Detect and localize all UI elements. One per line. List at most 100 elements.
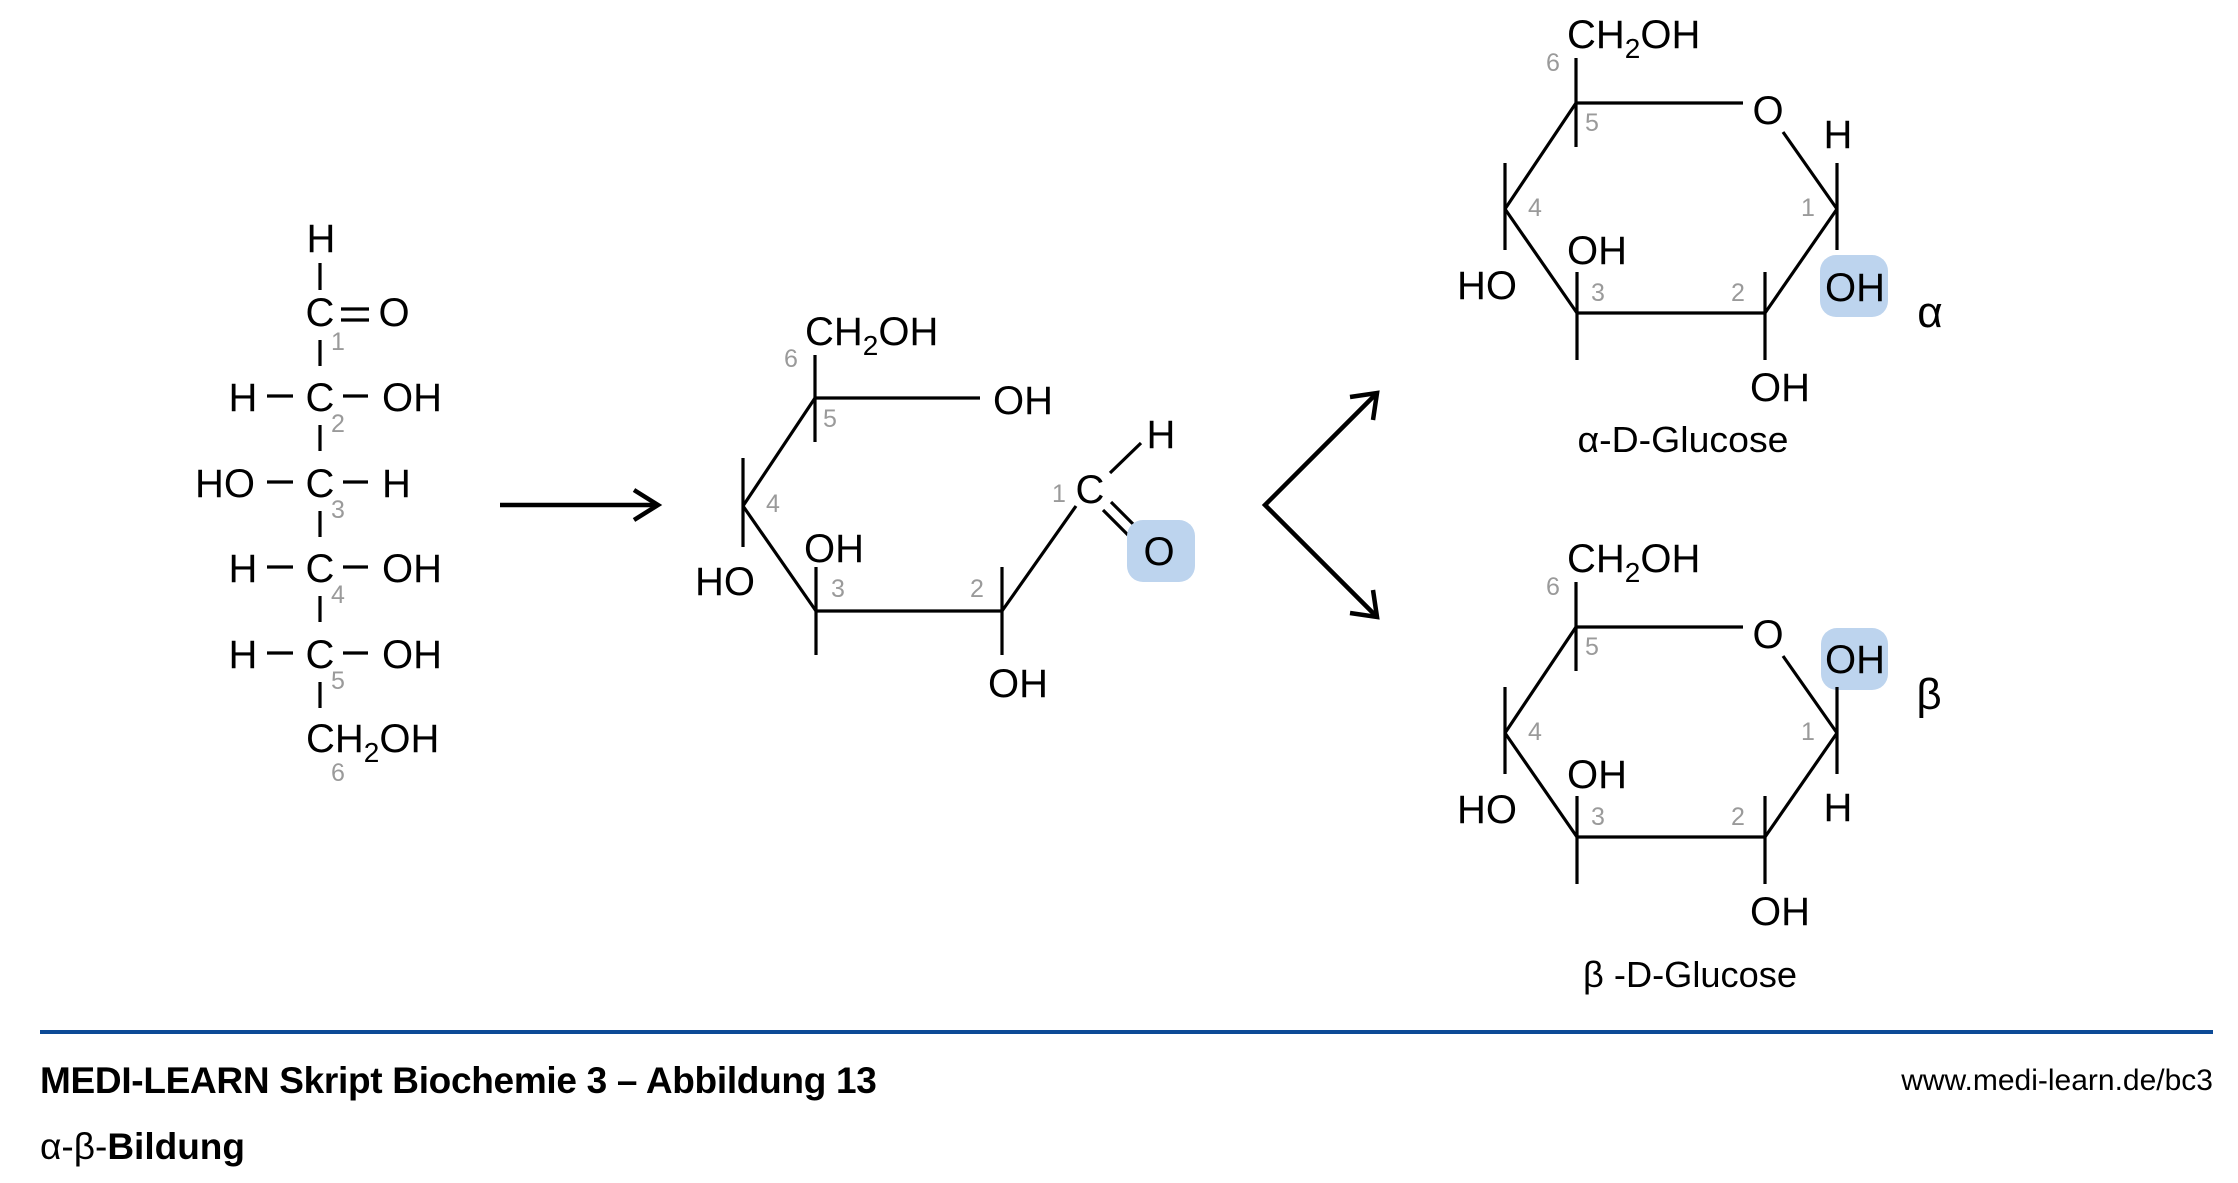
beta-symbol: β <box>1916 670 1941 719</box>
carbon-number-1: 1 <box>1801 718 1815 746</box>
reaction-arrow-right <box>500 488 663 522</box>
bond-c4-c5 <box>1503 626 1578 734</box>
bond-c4-c5 <box>1503 102 1578 210</box>
beta-d-glucose: CH2OH 6 5 O OH β 1 H 2 OH 3 OH 4 HO β -D… <box>1457 537 1942 995</box>
carbon-number-5: 5 <box>1585 109 1599 137</box>
fischer-c4-right: OH <box>382 547 442 591</box>
bond-c4-c3 <box>741 505 818 612</box>
figure-subtitle: α-β-Bildung <box>40 1126 245 1168</box>
bond-c1-c2 <box>1763 732 1839 838</box>
fischer-c2-right: OH <box>382 376 442 420</box>
carbon-number-6: 6 <box>1546 49 1560 77</box>
arrow-head-icon <box>632 488 663 522</box>
carbon-number-2: 2 <box>331 410 345 438</box>
alpha-d-glucose: CH2OH 6 5 O H 1 OH α 2 OH 3 OH 4 HO α-D-… <box>1457 13 1943 460</box>
subtitle-bold: Bildung <box>107 1126 246 1167</box>
carbon-number-2: 2 <box>1731 803 1745 831</box>
fischer-c5: C <box>306 633 335 677</box>
carbon-number-4: 4 <box>766 490 780 518</box>
alpha-c3-oh: OH <box>1567 229 1627 273</box>
carbon-number-5: 5 <box>823 405 837 433</box>
fischer-c5-right: OH <box>382 633 442 677</box>
carbon-number-3: 3 <box>331 496 345 524</box>
fischer-c6-group: CH2OH <box>306 717 439 768</box>
bond-c5-c4 <box>741 397 817 507</box>
fischer-carbonyl-o: O <box>378 291 409 335</box>
carbon-number-4: 4 <box>331 581 345 609</box>
bond-c3-c4 <box>1503 732 1579 838</box>
fischer-c4-left: H <box>229 547 258 591</box>
fischer-c1-h: H <box>307 217 336 261</box>
beta-c1-up: OH <box>1825 638 1885 682</box>
carbon-number-2: 2 <box>970 575 984 603</box>
open-c1: C <box>1076 468 1105 512</box>
fischer-c5-left: H <box>229 633 258 677</box>
carbon-number-5: 5 <box>331 667 345 695</box>
fischer-c2: C <box>306 376 335 420</box>
fischer-c3-right: H <box>382 462 411 506</box>
open-carbonyl-o: O <box>1143 530 1174 574</box>
carbon-number-3: 3 <box>831 575 845 603</box>
carbon-number-6: 6 <box>331 759 345 787</box>
alpha-c6-group: CH2OH <box>1567 13 1700 64</box>
alpha-c2-oh: OH <box>1750 366 1810 410</box>
open-c3-oh: OH <box>804 527 864 571</box>
carbon-number-2: 2 <box>1731 279 1745 307</box>
carbon-number-4: 4 <box>1528 718 1542 746</box>
alpha-c1-down: OH <box>1825 266 1885 310</box>
carbonyl-oxygen-highlight <box>1127 520 1195 582</box>
carbon-number-1: 1 <box>1801 194 1815 222</box>
bond-o-c1 <box>1781 131 1839 210</box>
fischer-c4: C <box>306 547 335 591</box>
fischer-c3-left: HO <box>195 462 255 506</box>
carbon-number-1: 1 <box>331 328 345 356</box>
carbon-number-3: 3 <box>1591 803 1605 831</box>
carbon-number-6: 6 <box>784 345 798 373</box>
beta-c6-group: CH2OH <box>1567 537 1700 588</box>
open-c4-ho: HO <box>695 560 755 604</box>
open-c1-h: H <box>1147 413 1176 457</box>
bond-c3-c4 <box>1503 208 1579 314</box>
beta-c3-oh: OH <box>1567 753 1627 797</box>
footer-divider <box>40 1030 2213 1034</box>
fischer-row-c5: H C OH 5 <box>229 633 442 708</box>
beta-c4-ho: HO <box>1457 788 1517 832</box>
fischer-row-c2: H C OH 2 <box>229 376 442 451</box>
bond-o-c1 <box>1781 655 1839 734</box>
fischer-c2-left: H <box>229 376 258 420</box>
subtitle-prefix: α-β- <box>40 1126 108 1167</box>
carbon-number-4: 4 <box>1528 194 1542 222</box>
open-ring-structure: CH2OH 6 OH 5 4 HO OH 3 2 OH C 1 H O <box>695 310 1195 706</box>
bond-c1-c2 <box>1763 208 1839 314</box>
fischer-projection: H C O 1 H C OH 2 HO C H 3 H <box>195 217 442 787</box>
carbon-number-3: 3 <box>1591 279 1605 307</box>
fork-arrow <box>1261 390 1380 620</box>
fork-arrow-shaft <box>1261 391 1379 619</box>
alpha-c1-up: H <box>1824 113 1853 157</box>
arrow-up-head-icon <box>1349 390 1380 421</box>
alpha-ring-o: O <box>1752 89 1783 133</box>
alpha-symbol: α <box>1917 288 1942 337</box>
anomeric-oh-highlight <box>1820 255 1888 317</box>
fischer-row-c4: H C OH 4 <box>229 547 442 622</box>
carbon-number-6: 6 <box>1546 573 1560 601</box>
bond-c2-c1 <box>1000 505 1078 612</box>
arrow-down-head-icon <box>1349 589 1380 620</box>
open-c5-oh: OH <box>993 379 1053 423</box>
beta-name-label: β -D-Glucose <box>1583 954 1797 995</box>
figure-title: MEDI-LEARN Skript Biochemie 3 – Abbildun… <box>40 1060 877 1101</box>
open-c6-group: CH2OH <box>805 310 938 361</box>
alpha-name-label: α-D-Glucose <box>1578 419 1789 460</box>
open-c2-oh: OH <box>988 662 1048 706</box>
source-link[interactable]: www.medi-learn.de/bc3 <box>1901 1064 2213 1097</box>
alpha-beta-formation-diagram: H C O 1 H C OH 2 HO C H 3 H <box>195 13 1943 995</box>
beta-ring-o: O <box>1752 613 1783 657</box>
fischer-c3: C <box>306 462 335 506</box>
carbon-number-5: 5 <box>1585 633 1599 661</box>
beta-c2-oh: OH <box>1750 890 1810 934</box>
bond-c1-h <box>1108 441 1143 475</box>
fischer-c1: C <box>306 291 335 335</box>
carbon-number-1: 1 <box>1052 480 1066 508</box>
anomeric-oh-highlight <box>1821 628 1888 690</box>
alpha-c4-ho: HO <box>1457 264 1517 308</box>
